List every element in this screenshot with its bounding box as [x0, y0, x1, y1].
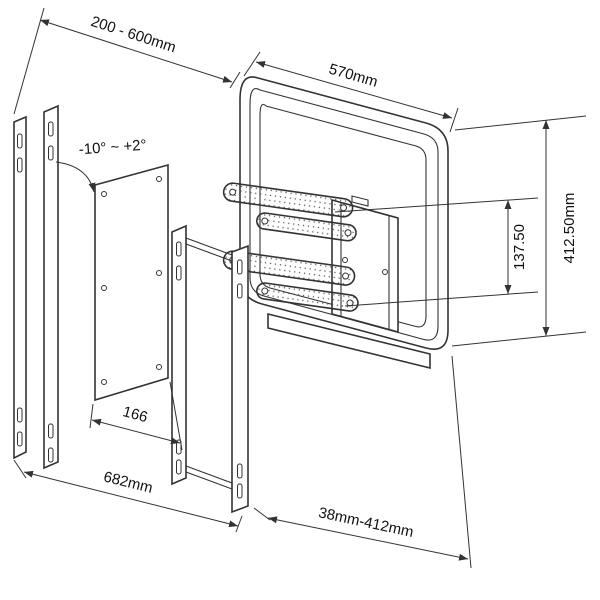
wall-plate-hole: [382, 269, 388, 275]
dimension-label-wall-distance: 38mm-412mm: [317, 504, 415, 541]
extension-line: [89, 403, 94, 429]
extension-line: [451, 355, 472, 569]
extension-line: [454, 115, 587, 131]
wall-plate-hole: [342, 257, 348, 263]
dimension-label-tv-width: 570mm: [327, 61, 380, 91]
extension-line: [229, 71, 241, 89]
extension-line: [451, 331, 587, 347]
extension-line: [449, 107, 459, 133]
dim-line-extension: [39, 19, 233, 83]
extension-line: [169, 381, 183, 451]
dimension-label-overall-width: 682mm: [102, 468, 155, 497]
center-rail-right: [231, 244, 249, 514]
arm-1: [222, 182, 354, 218]
bottom-bar: [267, 312, 431, 370]
extension-line: [253, 507, 271, 521]
extension-line: [344, 291, 539, 307]
rail-cross-bar-bottom: [185, 465, 233, 490]
tv-rail-left-inner: [43, 104, 59, 470]
rail-cross-bar-top: [185, 237, 233, 262]
dimension-label-plate-width: 166: [121, 403, 150, 426]
vesa-plate: [94, 163, 169, 402]
arm-4: [256, 282, 359, 312]
tv-rail-left-outer: [13, 115, 27, 460]
tilt-arrow: [55, 161, 96, 193]
extension-line: [13, 7, 45, 115]
dimension-label-height: 412.50mm: [561, 193, 578, 264]
arm-2: [256, 212, 357, 242]
extension-line: [334, 197, 539, 213]
extension-line: [243, 51, 261, 77]
extension-line: [13, 459, 27, 479]
extension-line: [235, 515, 243, 533]
dim-line-tv-width: [255, 61, 453, 119]
dim-line-plate-width: [91, 418, 181, 445]
dimension-label-pivot-spacing: 137.50: [511, 224, 528, 270]
center-rail-left: [171, 224, 187, 486]
dimension-label-tilt-range: -10° ~ +2°: [78, 137, 147, 159]
tv-frame-inner: [249, 88, 439, 341]
dim-line-overall-width: [23, 470, 239, 528]
dim-line-wall-distance: [267, 516, 469, 561]
